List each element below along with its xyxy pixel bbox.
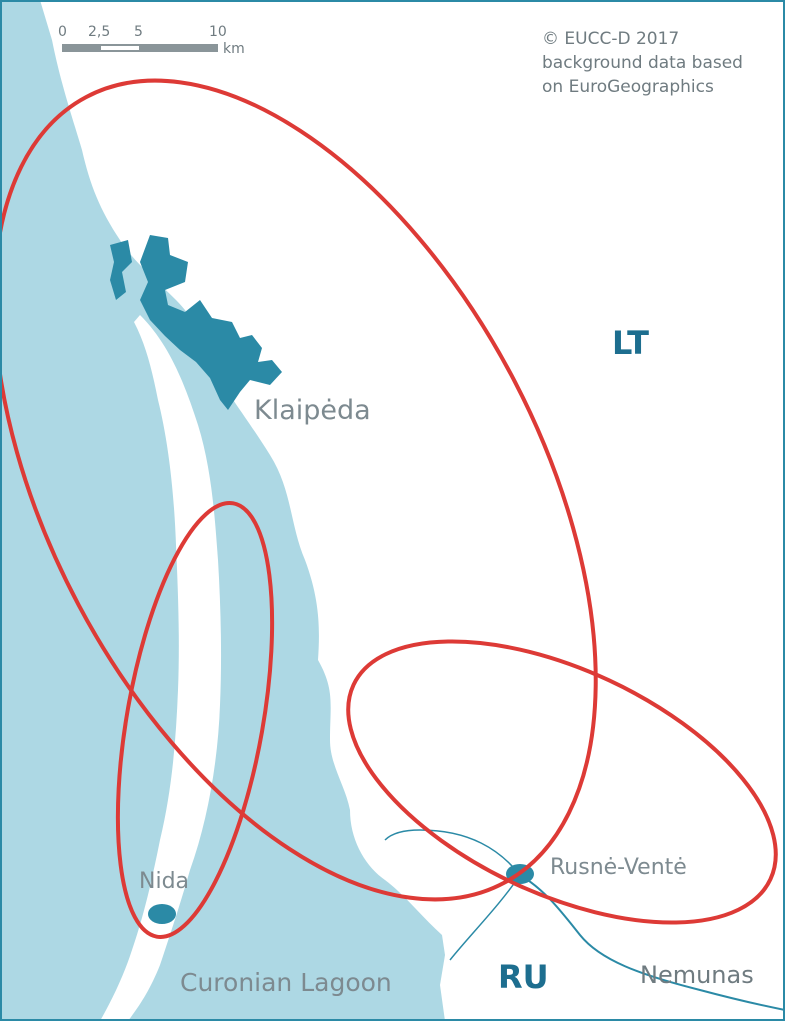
- label-country-lt: LT: [612, 324, 649, 362]
- mainland: [40, 0, 785, 1021]
- ring-rusne-vente: [346, 639, 778, 925]
- nida-dot: [148, 904, 176, 924]
- scale-bar: 0 2,5 5 10 km: [58, 24, 245, 57]
- scale-tick-10: 10: [209, 24, 227, 40]
- scale-tick-2-5: 2,5: [88, 24, 110, 40]
- klaipeda-urban-north: [110, 240, 132, 300]
- curonian-spit: [100, 315, 222, 1021]
- credit-line-1: © EUCC-D 2017: [542, 29, 679, 49]
- nemunas-river: [519, 874, 785, 1011]
- label-nida: Nida: [139, 869, 189, 894]
- label-curonian-lagoon: Curonian Lagoon: [180, 968, 392, 997]
- label-rusne-vente: Rusnė-Ventė: [550, 855, 687, 880]
- scale-tick-5: 5: [134, 24, 143, 40]
- scale-tick-0: 0: [58, 24, 67, 40]
- label-nemunas: Nemunas: [640, 961, 754, 989]
- scale-unit: km: [223, 41, 245, 57]
- label-klaipeda: Klaipėda: [254, 395, 371, 426]
- ring-klaipeda-rusne: [0, 78, 598, 902]
- label-country-ru: RU: [498, 958, 549, 996]
- ring-nida: [115, 501, 275, 939]
- klaipeda-urban-area: [140, 235, 282, 410]
- credit-line-3: on EuroGeographics: [542, 77, 714, 97]
- credit-line-2: background data based: [542, 53, 743, 73]
